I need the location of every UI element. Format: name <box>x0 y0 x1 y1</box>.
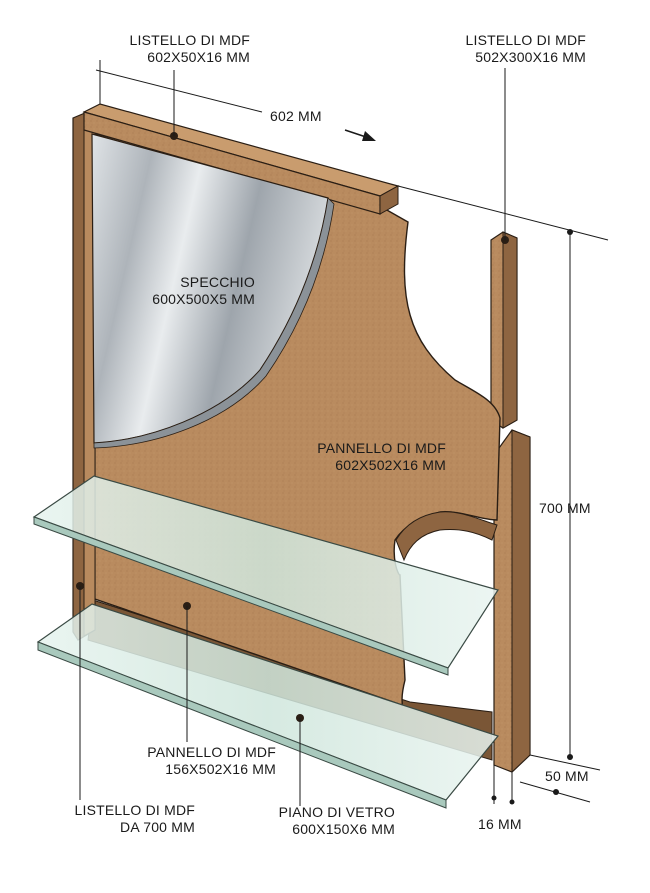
top-batten-size: 602X50X16 MM <box>147 49 250 65</box>
glass-shelf-size: 600X150X6 MM <box>292 821 395 837</box>
side-batten <box>490 231 518 429</box>
side-batten-label: LISTELLO DI MDF 502X300X16 MM <box>400 32 586 66</box>
leader-lines <box>79 68 506 806</box>
left-post <box>72 109 96 641</box>
height-dimension: 700 MM <box>539 500 591 516</box>
glass-shelf-label: PIANO DI VETRO 600X150X6 MM <box>240 804 395 838</box>
main-panel-size: 602X502X16 MM <box>335 457 446 473</box>
lower-panel-name: PANNELLO DI MDF <box>147 744 276 760</box>
side-batten-name: LISTELLO DI MDF <box>465 32 586 48</box>
glass-shelf-name: PIANO DI VETRO <box>278 804 395 820</box>
main-panel-label: PANNELLO DI MDF 602X502X16 MM <box>280 440 446 474</box>
post-size: DA 700 MM <box>120 819 195 835</box>
width-dimension: 602 MM <box>270 108 322 124</box>
upper-glass-shelf <box>32 475 499 676</box>
post-label: LISTELLO DI MDF DA 700 MM <box>35 802 195 836</box>
mirror-label: SPECCHIO 600X500X5 MM <box>110 274 255 308</box>
right-post <box>493 429 531 774</box>
mirror-name: SPECCHIO <box>180 274 255 290</box>
main-panel-name: PANNELLO DI MDF <box>317 440 446 456</box>
lower-glass-shelf <box>36 603 500 809</box>
top-batten-name: LISTELLO DI MDF <box>129 32 250 48</box>
mirror <box>91 133 335 449</box>
thickness-dimension: 16 MM <box>478 816 522 832</box>
mirror-size: 600X500X5 MM <box>152 291 255 307</box>
post-name: LISTELLO DI MDF <box>74 802 195 818</box>
top-batten <box>82 103 400 215</box>
side-batten-size: 502X300X16 MM <box>475 49 586 65</box>
lower-panel-size: 156X502X16 MM <box>165 761 276 777</box>
depth-dimension: 50 MM <box>545 768 589 784</box>
top-batten-label: LISTELLO DI MDF 602X50X16 MM <box>80 32 250 66</box>
dimension-dots <box>491 229 573 805</box>
arrow-right-icon <box>344 129 376 141</box>
lower-panel-label: PANNELLO DI MDF 156X502X16 MM <box>110 744 276 778</box>
